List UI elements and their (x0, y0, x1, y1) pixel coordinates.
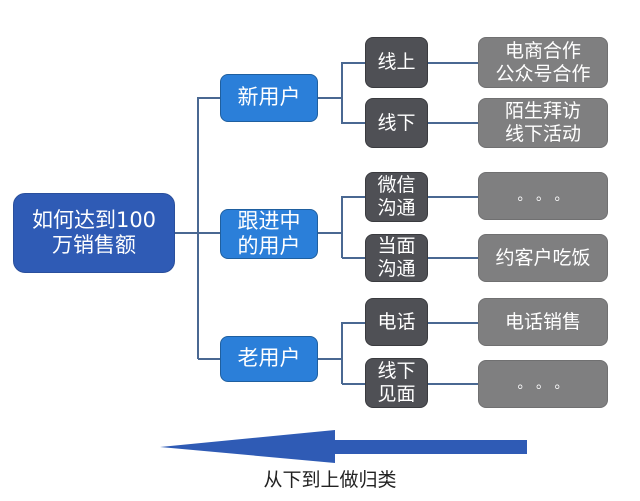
connector-online (342, 62, 365, 64)
node-old-users-label: 老用户 (237, 346, 301, 371)
node-face-to-face: 当面 沟通 (365, 234, 428, 282)
detail-connector-6 (428, 383, 478, 385)
connector-following-users (198, 232, 220, 234)
connector-phone (342, 322, 365, 324)
node-online: 线上 (365, 37, 428, 88)
detail-connector-5 (428, 322, 478, 324)
node-new-users: 新用户 (220, 74, 318, 122)
node-following-users-label-line1: 跟进中 (237, 208, 301, 233)
detail-offline-line2: 线下活动 (504, 123, 581, 145)
connector-offline (342, 122, 365, 124)
root-connector (175, 232, 198, 234)
detail-wechat-ellipsis: 。 。 。 (517, 187, 569, 204)
detail-offline-meeting: 。 。 。 (478, 360, 608, 408)
detail-face-to-face-label: 约客户吃饭 (495, 246, 591, 269)
detail-offline-meeting-ellipsis: 。 。 。 (517, 375, 569, 392)
node-offline-label: 线下 (377, 111, 416, 134)
detail-online-line1: 电商合作 (504, 39, 581, 62)
detail-online-line2: 公众号合作 (495, 62, 591, 85)
detail-connector-3 (428, 196, 478, 198)
node-face-to-face-label-line2: 沟通 (377, 258, 416, 280)
connector-wechat (342, 196, 365, 198)
node-wechat: 微信 沟通 (365, 172, 428, 222)
detail-phone: 电话销售 (478, 298, 608, 346)
detail-connector-2 (428, 122, 478, 124)
node-old-users: 老用户 (220, 336, 318, 382)
connector-face-to-face (342, 257, 365, 259)
detail-online: 电商合作 公众号合作 (478, 37, 608, 88)
node-following-users: 跟进中 的用户 (220, 209, 318, 259)
node-new-users-label: 新用户 (237, 85, 301, 110)
detail-offline-line1: 陌生拜访 (504, 100, 581, 123)
node-wechat-label-line1: 微信 (377, 174, 416, 197)
connector-offline-meeting (342, 383, 365, 385)
detail-connector-4 (428, 257, 478, 259)
detail-phone-label: 电话销售 (504, 310, 581, 333)
root-node: 如何达到100万销售额 (13, 193, 175, 273)
branch3-out-line (318, 358, 342, 360)
branch1-out-line (318, 97, 342, 99)
arrow-shape (160, 430, 527, 463)
node-offline-meeting-label-line2: 见面 (377, 383, 416, 405)
detail-connector-1 (428, 62, 478, 64)
branch2-vertical-line (341, 196, 343, 258)
node-offline-meeting-label-line1: 线下 (377, 360, 416, 383)
node-phone: 电话 (365, 298, 428, 346)
node-wechat-label-line2: 沟通 (377, 197, 416, 219)
branch1-vertical-line (341, 62, 343, 124)
node-phone-label: 电话 (377, 310, 416, 333)
arrow-caption: 从下到上做归类 (263, 469, 397, 491)
detail-face-to-face: 约客户吃饭 (478, 234, 608, 282)
trunk-vertical-line (197, 97, 199, 359)
node-offline: 线下 (365, 98, 428, 148)
branch3-vertical-line (341, 322, 343, 384)
detail-offline: 陌生拜访 线下活动 (478, 98, 608, 148)
node-following-users-label-line2: 的用户 (237, 234, 301, 258)
node-face-to-face-label-line1: 当面 (377, 235, 416, 258)
detail-wechat: 。 。 。 (478, 172, 608, 220)
node-online-label: 线上 (377, 51, 416, 74)
node-offline-meeting: 线下 见面 (365, 358, 428, 408)
root-node-label: 如何达到100万销售额 (31, 207, 157, 257)
branch2-out-line (318, 232, 342, 234)
connector-old-users (198, 358, 220, 360)
connector-new-users (198, 97, 220, 99)
